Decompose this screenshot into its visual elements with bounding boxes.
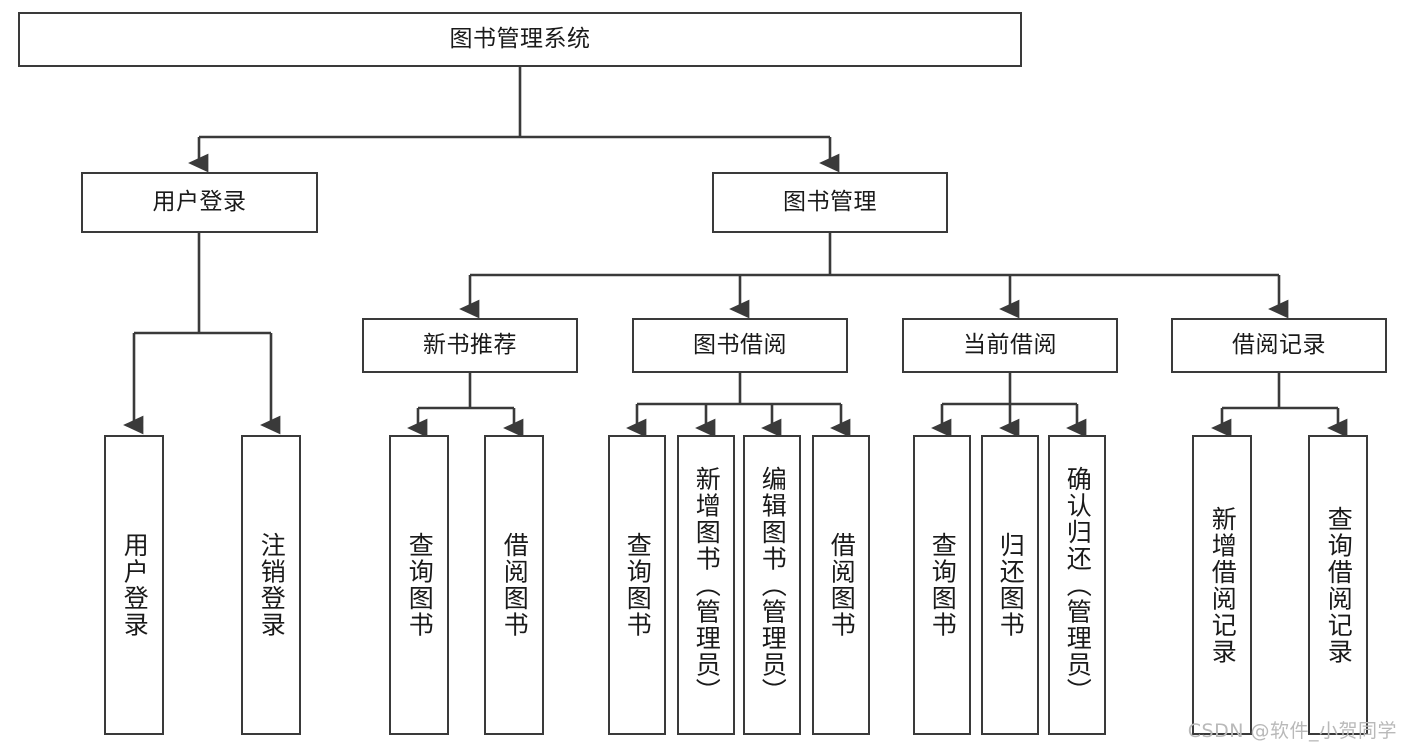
node-leaf-return-book[interactable]: 归还图书 bbox=[981, 435, 1039, 735]
node-label: 借阅图书 bbox=[827, 532, 857, 638]
node-label: 图书管理系统 bbox=[449, 25, 591, 52]
node-label: 注销登录 bbox=[257, 532, 287, 638]
node-label: 确认归还（管理员） bbox=[1063, 465, 1093, 705]
node-label: 查询图书 bbox=[623, 532, 653, 638]
node-leaf-borrow-book-2[interactable]: 借阅图书 bbox=[812, 435, 870, 735]
node-label: 编辑图书（管理员） bbox=[758, 465, 788, 705]
node-book-manage[interactable]: 图书管理 bbox=[712, 172, 948, 233]
node-new-book-recommend[interactable]: 新书推荐 bbox=[362, 318, 578, 373]
node-label: 查询图书 bbox=[405, 532, 435, 638]
node-label: 用户登录 bbox=[120, 532, 150, 638]
node-leaf-query-record[interactable]: 查询借阅记录 bbox=[1308, 435, 1368, 735]
node-current-borrow[interactable]: 当前借阅 bbox=[902, 318, 1118, 373]
node-leaf-edit-book[interactable]: 编辑图书（管理员） bbox=[743, 435, 801, 735]
node-leaf-query-book-1[interactable]: 查询图书 bbox=[389, 435, 449, 735]
node-label: 借阅图书 bbox=[500, 532, 530, 638]
node-leaf-add-record[interactable]: 新增借阅记录 bbox=[1192, 435, 1252, 735]
node-label: 图书借阅 bbox=[693, 331, 787, 358]
node-label: 当前借阅 bbox=[963, 331, 1057, 358]
node-label: 查询借阅记录 bbox=[1324, 505, 1354, 665]
node-leaf-borrow-book-1[interactable]: 借阅图书 bbox=[484, 435, 544, 735]
node-label: 用户登录 bbox=[152, 188, 247, 215]
node-borrow-record[interactable]: 借阅记录 bbox=[1171, 318, 1387, 373]
node-label: 查询图书 bbox=[928, 532, 958, 638]
node-label: 新书推荐 bbox=[423, 331, 517, 358]
node-user-login[interactable]: 用户登录 bbox=[81, 172, 318, 233]
node-leaf-add-book[interactable]: 新增图书（管理员） bbox=[677, 435, 735, 735]
node-book-borrow[interactable]: 图书借阅 bbox=[632, 318, 848, 373]
node-leaf-query-book-2[interactable]: 查询图书 bbox=[608, 435, 666, 735]
node-leaf-confirm-return[interactable]: 确认归还（管理员） bbox=[1048, 435, 1106, 735]
csdn-watermark: CSDN @软件_小贺同学 bbox=[1187, 720, 1397, 742]
node-leaf-query-book-3[interactable]: 查询图书 bbox=[913, 435, 971, 735]
node-leaf-user-login[interactable]: 用户登录 bbox=[104, 435, 164, 735]
node-label: 归还图书 bbox=[996, 532, 1026, 638]
node-label: 新增借阅记录 bbox=[1208, 505, 1238, 665]
node-leaf-logout[interactable]: 注销登录 bbox=[241, 435, 301, 735]
node-label: 借阅记录 bbox=[1232, 331, 1326, 358]
node-root-book-management-system[interactable]: 图书管理系统 bbox=[18, 12, 1022, 67]
node-label: 图书管理 bbox=[783, 188, 877, 215]
node-label: 新增图书（管理员） bbox=[692, 465, 722, 705]
